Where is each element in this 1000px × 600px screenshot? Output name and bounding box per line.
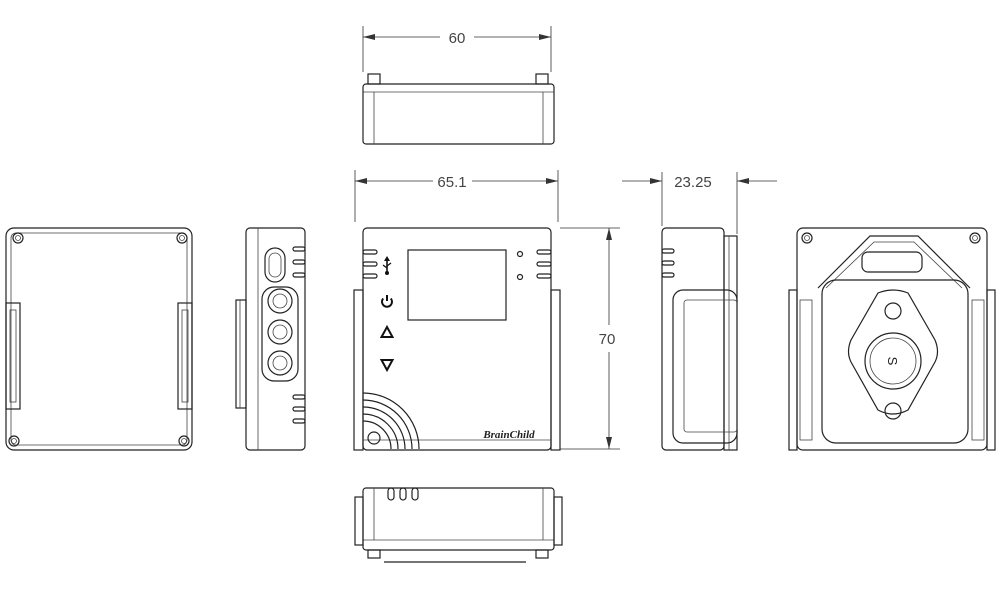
dim-label-front-height: 70	[599, 331, 616, 348]
dimension-side-depth: 23.25	[622, 172, 777, 234]
brand-logo: BrainChild	[482, 429, 535, 441]
bottom-view	[354, 487, 563, 563]
down-arrow-icon	[379, 359, 395, 373]
power-icon	[381, 295, 393, 308]
up-arrow-icon	[379, 324, 395, 338]
left-side-view	[235, 227, 306, 451]
vent-slots-lower	[292, 394, 306, 424]
back-mount-view: S	[788, 227, 996, 451]
front-vents-right	[536, 249, 552, 279]
top-view	[362, 73, 555, 145]
back-plate-view	[5, 227, 193, 451]
dimension-front-width: 65.1	[354, 170, 559, 222]
front-vents-left	[362, 249, 378, 279]
dimension-top-width: 60	[362, 26, 552, 72]
usb-icon	[382, 256, 392, 275]
dim-label-top-width: 60	[449, 30, 466, 47]
vent-slots-upper	[292, 246, 306, 278]
center-button-label: S	[885, 357, 900, 366]
dim-label-side-depth: 23.25	[674, 174, 712, 191]
dim-label-front-width: 65.1	[437, 174, 466, 191]
dimension-front-height: 70	[560, 227, 620, 450]
wireless-arcs	[362, 392, 420, 450]
right-side-view	[661, 227, 738, 451]
lcd-display	[407, 249, 507, 321]
front-view: BrainChild	[353, 227, 561, 451]
